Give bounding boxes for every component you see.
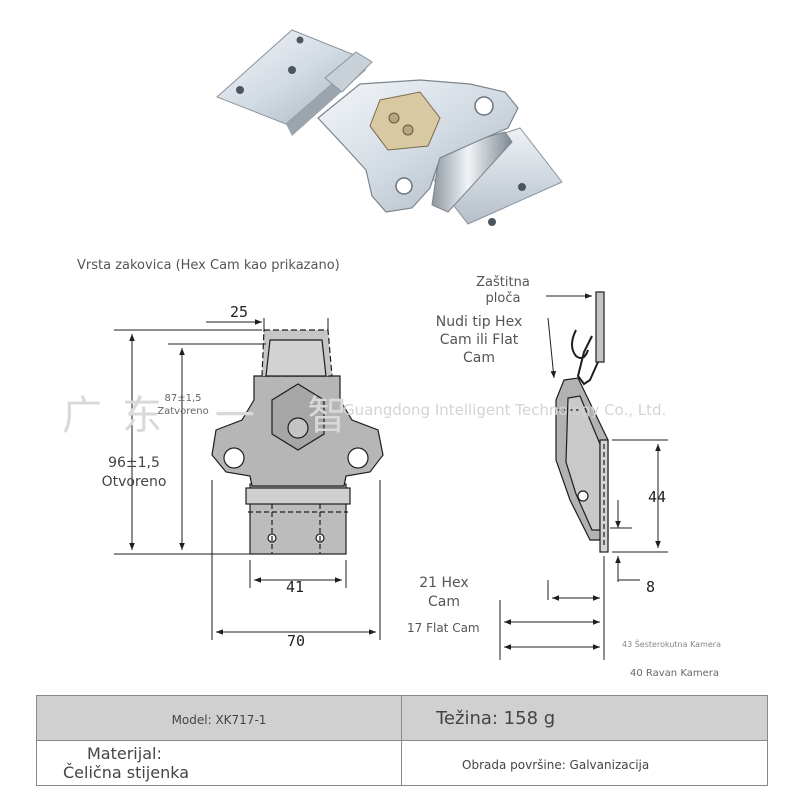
shield-line-2: ploča [485, 291, 521, 306]
front-hex-nut [271, 383, 325, 451]
dim-total-width: 70 [287, 632, 306, 650]
shield-plate-label: Zaštitna ploča [468, 275, 538, 307]
front-ear-hole [223, 447, 245, 469]
hex-line-1: 21 Hex [419, 575, 469, 591]
dim-open-text: Otvoreno [101, 474, 167, 490]
weight-text: Težina: 158 g [436, 707, 556, 729]
front-hook-inner [265, 339, 327, 377]
base-hole [488, 218, 496, 226]
lever-hole [395, 177, 413, 195]
material-line-2: Čelična stijenka [63, 763, 190, 782]
hex-line-2: Cam [428, 594, 460, 610]
side-keeper-strip [595, 291, 605, 363]
keeper-hole [236, 86, 244, 94]
hex-cam-label: 21 Hex Cam [408, 574, 480, 612]
keeper-hole [288, 66, 296, 74]
dim-height-44: 44 [648, 488, 667, 506]
spec-row: Materijal: Čelična stijenka Obrada površ… [36, 740, 768, 786]
base-hole [518, 183, 526, 191]
offer-line-2: Cam ili Flat [439, 332, 519, 348]
dim-closed-text: Zatvoreno [157, 406, 209, 417]
lever-hole [474, 96, 494, 116]
cam-rivet [402, 124, 414, 136]
dim-closed-value: 87±1,5 [164, 393, 202, 404]
latch-photo [216, 29, 563, 226]
watermark-cn: 广东 一 智 [62, 393, 368, 439]
spec-cell-model: Model: XK717-1 [36, 695, 402, 741]
hex-camera-label: 43 Šesterokutna Kamera [622, 640, 721, 649]
offer-line-3: Cam [463, 350, 495, 366]
dim-inner-width: 41 [286, 578, 305, 596]
offer-line-1: Nudi tip Hex [435, 314, 523, 330]
keeper-hook [324, 51, 373, 93]
cam-offer-label: Nudi tip Hex Cam ili Flat Cam [426, 313, 532, 367]
dim-top-width: 25 [230, 303, 249, 321]
dim-closed-label: 87±1,5 Zatvoreno [153, 392, 213, 418]
spec-table: Model: XK717-1 Težina: 158 g Materijal: … [36, 695, 768, 786]
finish-text: Obrada površine: Galvanizacija [462, 757, 650, 772]
side-latch-inner [565, 395, 601, 531]
cam-rivet [388, 112, 400, 124]
spec-row: Model: XK717-1 Težina: 158 g [36, 695, 768, 741]
watermark-en: Guangdong Intelligent Technology Co., Lt… [343, 401, 667, 419]
material-line-1: Materijal: [87, 744, 162, 763]
side-hook-loop [571, 329, 589, 359]
front-ear-hole [347, 447, 369, 469]
spec-cell-material: Materijal: Čelična stijenka [36, 740, 402, 786]
side-view-drawing [555, 291, 609, 553]
side-pivot [577, 490, 589, 502]
side-hook [576, 335, 599, 386]
front-roller-band [245, 487, 351, 505]
dim-open-value: 96±1,5 [108, 455, 160, 471]
dim-open-label: 96±1,5 Otvoreno [92, 454, 176, 492]
flat-cam-label: 17 Flat Cam [407, 621, 480, 635]
rivet-type-caption: Vrsta zakovica (Hex Cam kao prikazano) [77, 258, 340, 273]
side-dimensions [499, 293, 668, 660]
keeper-hole [296, 36, 304, 44]
flat-camera-label: 40 Ravan Kamera [630, 668, 719, 679]
hex-cam [369, 91, 441, 151]
front-dimensions [114, 318, 381, 640]
spec-cell-weight: Težina: 158 g [401, 695, 768, 741]
shield-line-1: Zaštitna [476, 275, 530, 290]
model-text: Model: XK717-1 [171, 712, 267, 727]
front-view-drawing [211, 329, 384, 555]
spec-cell-finish: Obrada površine: Galvanizacija [401, 740, 768, 786]
front-nut-center [287, 417, 309, 439]
dim-offset-8: 8 [646, 578, 656, 596]
